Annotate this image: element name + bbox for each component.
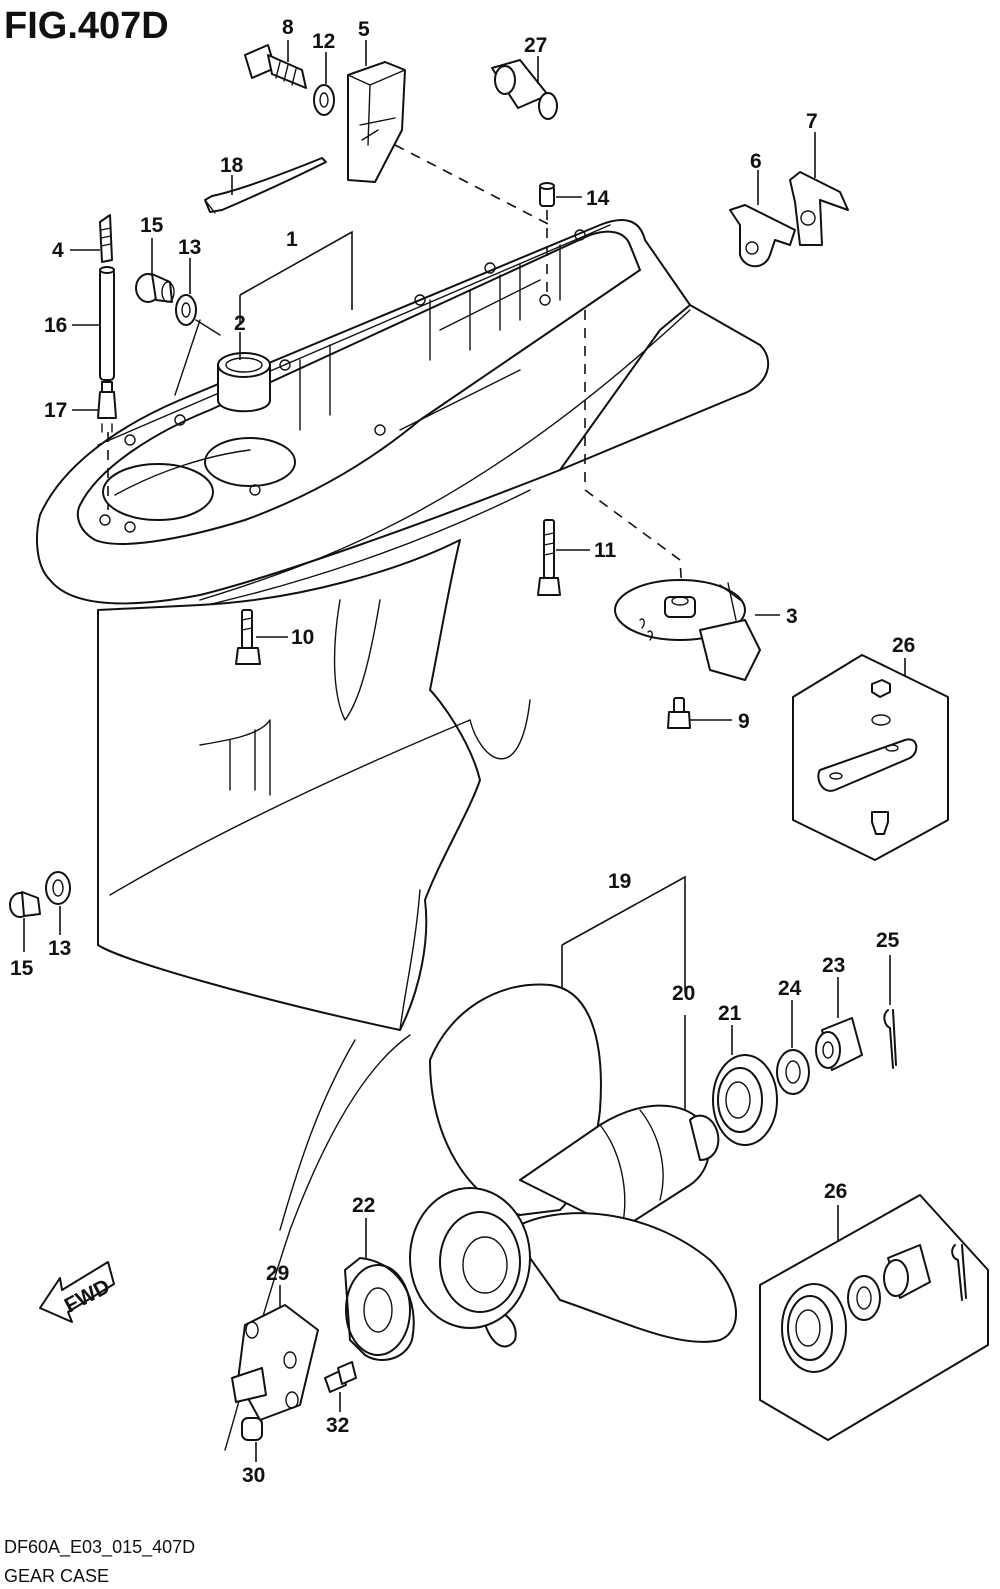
kit-27-box	[792, 654, 949, 861]
washer-24	[776, 1049, 810, 1095]
nut-23	[815, 1017, 863, 1071]
bolt-10	[235, 609, 261, 665]
propeller-19	[409, 983, 737, 1348]
callout-19: 19	[608, 870, 631, 893]
callout-26: 26	[824, 1180, 847, 1203]
pin-14	[539, 182, 555, 207]
cotter-pin-25	[883, 1009, 897, 1069]
callout-17: 17	[44, 399, 67, 422]
fitting-30	[231, 1304, 319, 1421]
callout-11: 11	[594, 539, 617, 562]
callout-18: 18	[220, 154, 244, 177]
bolt-9	[667, 697, 691, 729]
callout-10: 10	[291, 626, 314, 649]
figure-name: GEAR CASE	[4, 1566, 109, 1586]
figure-code: DF60A_E03_015_407D	[4, 1537, 195, 1558]
callout-8: 8	[282, 16, 294, 39]
callout-numbers: 8 12 5 27 7 6 18 14 15 4 13 1 16 2 17 11…	[10, 16, 915, 1487]
callout-15-lower: 15	[10, 957, 34, 980]
callout-13-lower: 13	[48, 937, 71, 960]
callout-12: 12	[312, 30, 335, 53]
callout-25: 25	[876, 929, 900, 952]
callout-16: 16	[44, 314, 67, 337]
callout-13-upper: 13	[178, 236, 201, 259]
callout-4: 4	[52, 239, 64, 262]
plug-15-lower	[9, 891, 41, 918]
callout-21: 21	[718, 1002, 742, 1025]
washer-13-upper	[175, 294, 197, 326]
callout-24: 24	[778, 977, 802, 1000]
callout-32: 32	[326, 1414, 349, 1437]
bracket-7	[789, 171, 849, 246]
callout-29: 27	[524, 34, 547, 57]
kit-26-box	[759, 1194, 989, 1441]
figure-title: FIG.407D	[4, 5, 169, 47]
plug-15-upper	[135, 273, 175, 303]
grommet-17	[97, 381, 117, 433]
callout-30: 29	[266, 1262, 289, 1285]
callout-27: 26	[892, 634, 915, 657]
spacer-22	[344, 1257, 415, 1361]
washer-21	[712, 1054, 778, 1146]
stud-4	[99, 214, 113, 263]
callout-9: 9	[738, 710, 750, 733]
callout-3: 3	[786, 605, 798, 628]
callout-15-upper: 15	[140, 214, 164, 237]
callout-23: 23	[822, 954, 845, 977]
tube-16	[99, 266, 115, 381]
callout-31: 30	[242, 1464, 265, 1487]
callout-7: 7	[806, 110, 818, 133]
bolt-11	[537, 519, 561, 596]
callout-2: 2	[234, 312, 246, 335]
cover-5	[347, 61, 406, 183]
bolt-8	[244, 44, 307, 89]
callout-14: 14	[586, 187, 610, 210]
callout-6: 6	[750, 150, 762, 173]
callout-5: 5	[358, 18, 370, 41]
plug-29	[491, 59, 558, 120]
forward-arrow: FWD	[39, 1261, 115, 1323]
washer-13-lower	[45, 871, 71, 905]
callout-20: 20	[672, 982, 695, 1005]
bracket-6	[729, 204, 796, 268]
callout-22: 22	[352, 1194, 375, 1217]
washer-12	[313, 84, 335, 116]
pin-31	[241, 1417, 263, 1441]
cable-tie-18	[204, 157, 327, 214]
screw-32	[324, 1361, 357, 1393]
trim-tab-3	[614, 579, 761, 681]
callout-1: 1	[286, 228, 298, 251]
